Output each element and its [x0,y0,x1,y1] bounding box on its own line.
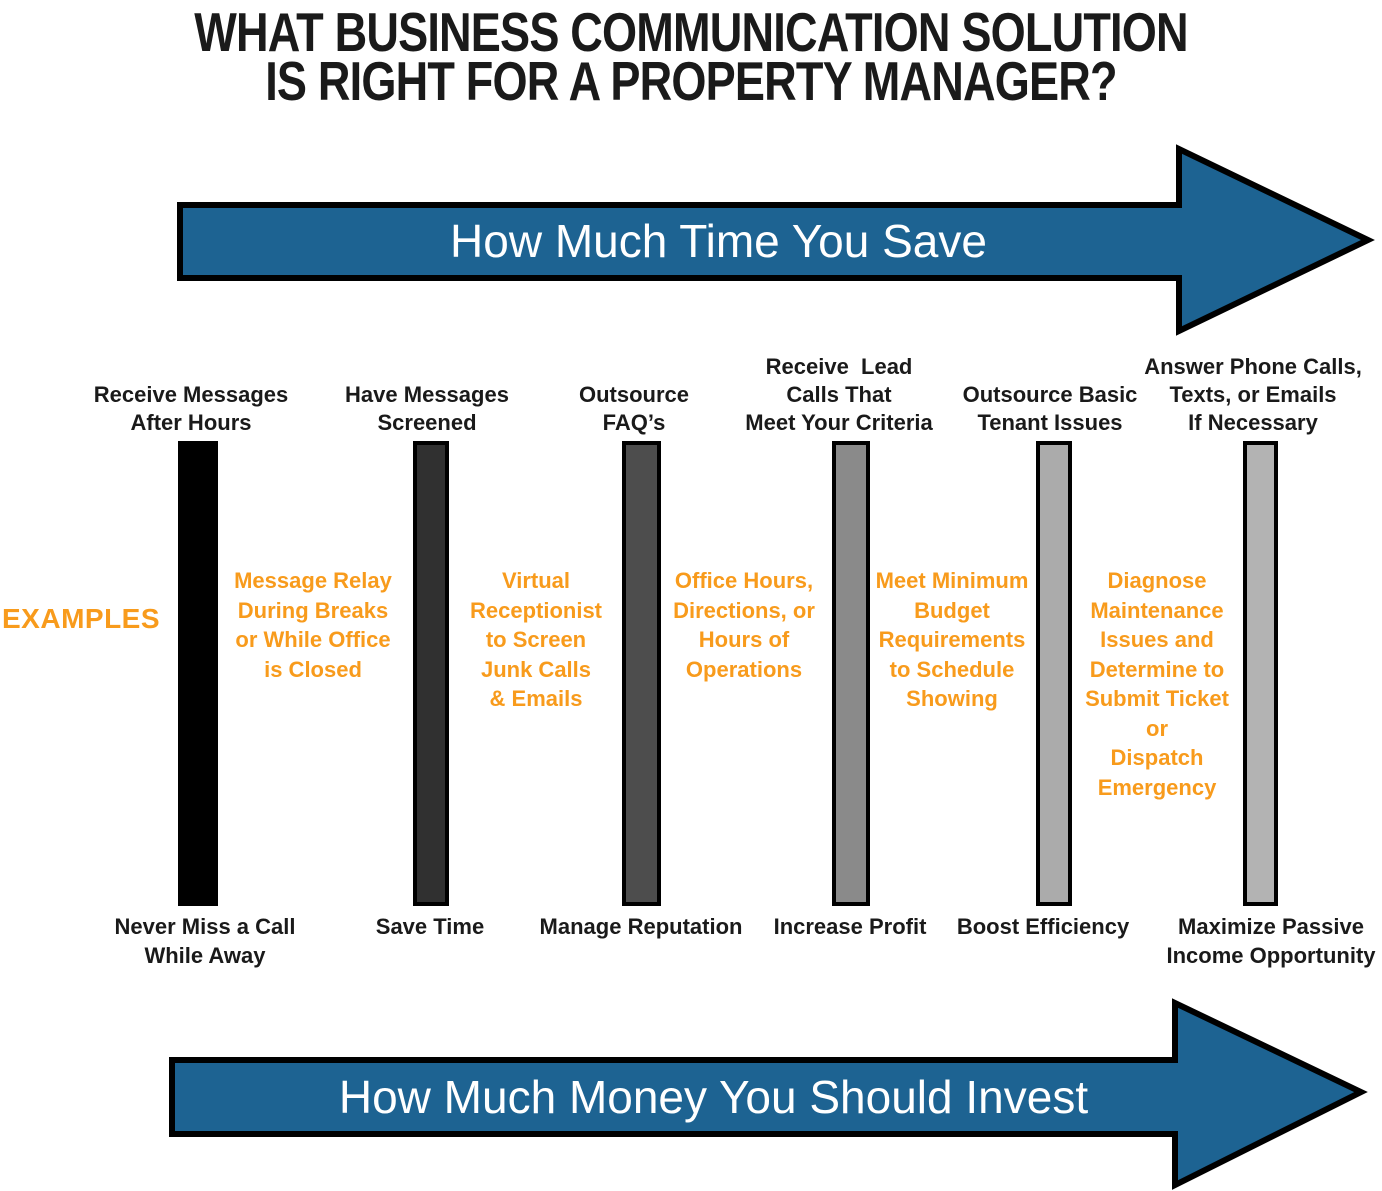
examples-heading: EXAMPLES [2,603,161,634]
example-virtual-receptionist: Virtual Receptionist to Screen Junk Call… [469,568,603,711]
column-header-receive-lead-calls: Receive Lead Calls That Meet Your Criter… [745,354,933,435]
money-arrow-shape [169,998,1368,1190]
money-arrow [169,998,1368,1190]
example-office-hours: Office Hours, Directions, or Hours of Op… [673,568,815,682]
bar-receive-messages-after-hours [178,441,218,906]
benefit-manage-reputation: Manage Reputation [539,914,743,939]
time-arrow-shape [177,144,1375,336]
example-message-relay: Message Relay During Breaks or While Off… [234,568,392,682]
bar-outsource-basic-tenant-issues [1036,441,1072,906]
infographic-title: WHAT BUSINESS COMMUNICATION SOLUTION IS … [194,1,1188,112]
column-header-outsource-faqs: Outsource FAQ’s [578,382,690,435]
column-header-outsource-basic-tenant-issues: Outsource Basic Tenant Issues [962,382,1138,435]
benefit-never-miss-a-call: Never Miss a Call While Away [114,914,296,968]
bar-outsource-faqs [622,441,661,906]
benefit-save-time: Save Time [375,914,485,939]
time-arrow-label: How Much Time You Save [450,215,987,267]
bar-answer-phone-calls [1243,441,1278,906]
column-header-answer-phone-calls: Answer Phone Calls, Texts, or Emails If … [1144,354,1362,435]
example-meet-minimum-budget: Meet Minimum Budget Requirements to Sche… [875,568,1029,711]
money-arrow-label: How Much Money You Should Invest [338,1071,1089,1123]
column-header-have-messages-screened: Have Messages Screened [345,382,509,435]
time-arrow [177,144,1375,336]
benefit-increase-profit: Increase Profit [773,914,927,939]
bar-have-messages-screened [413,441,449,906]
benefit-maximize-passive-income: Maximize Passive Income Opportunity [1166,914,1376,968]
column-header-receive-messages: Receive Messages After Hours [93,382,289,435]
benefit-boost-efficiency: Boost Efficiency [956,914,1130,939]
bar-receive-lead-calls [832,441,870,906]
example-diagnose-maintenance: Diagnose Maintenance Issues and Determin… [1085,568,1229,800]
